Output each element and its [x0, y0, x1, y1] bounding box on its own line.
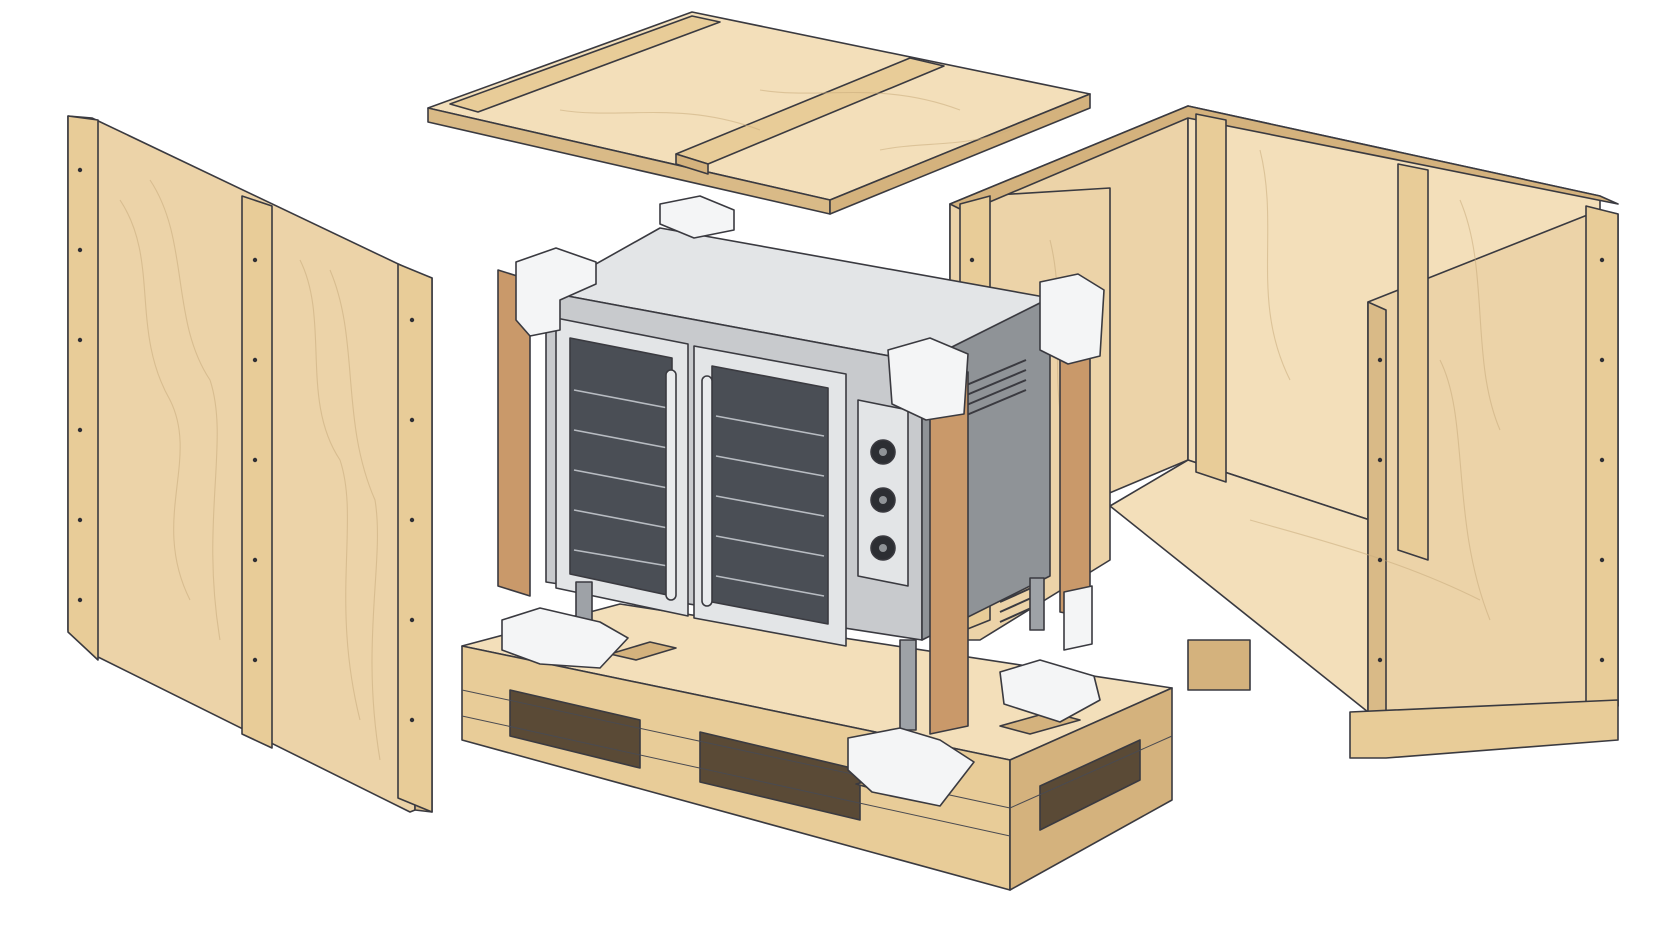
top-lid: [427, 11, 1091, 215]
pallet-fork-opening-left: [509, 689, 641, 769]
left-panel-nails: [77, 167, 415, 723]
crate-front-wall-edge: [1367, 301, 1387, 721]
crate-batten-back-middle: [1397, 163, 1429, 561]
oven-handle-right: [701, 375, 713, 607]
foam-bottom-right: [999, 659, 1101, 723]
foam-top-right: [1039, 273, 1105, 365]
crate-skid-base: [1187, 639, 1251, 691]
foam-corner-blocks: [501, 195, 1105, 807]
foam-top-front: [887, 337, 969, 421]
oven-control-knobs: [870, 439, 896, 561]
lid-right-edge: [829, 93, 1091, 215]
crate-batten-back-corner: [1195, 113, 1227, 483]
crate-skid-front: [1349, 699, 1619, 759]
foam-top-left: [515, 247, 597, 337]
lid-batten-front: [449, 15, 721, 113]
left-panel-batten-left: [67, 115, 99, 661]
foam-top-back: [659, 195, 735, 239]
left-panel-batten-right: [397, 263, 433, 813]
foam-bottom-left: [501, 607, 629, 669]
corner-post-front-right: [929, 371, 969, 735]
lid-surface: [427, 11, 1091, 201]
pallet-side-opening: [1039, 739, 1141, 831]
left-panel-batten-middle: [241, 195, 273, 749]
shim-back-right: [609, 641, 677, 661]
foam-side-right: [1063, 585, 1093, 651]
convection-oven: [545, 227, 1051, 731]
oven-handle-left: [665, 369, 677, 601]
oven-racks: [573, 389, 825, 597]
foam-bottom-front: [847, 727, 975, 807]
pallet-fork-opening-right: [699, 731, 861, 821]
left-side-panel: [67, 115, 433, 813]
cardboard-corner-posts: [497, 269, 1091, 735]
oven-legs: [575, 577, 1045, 731]
